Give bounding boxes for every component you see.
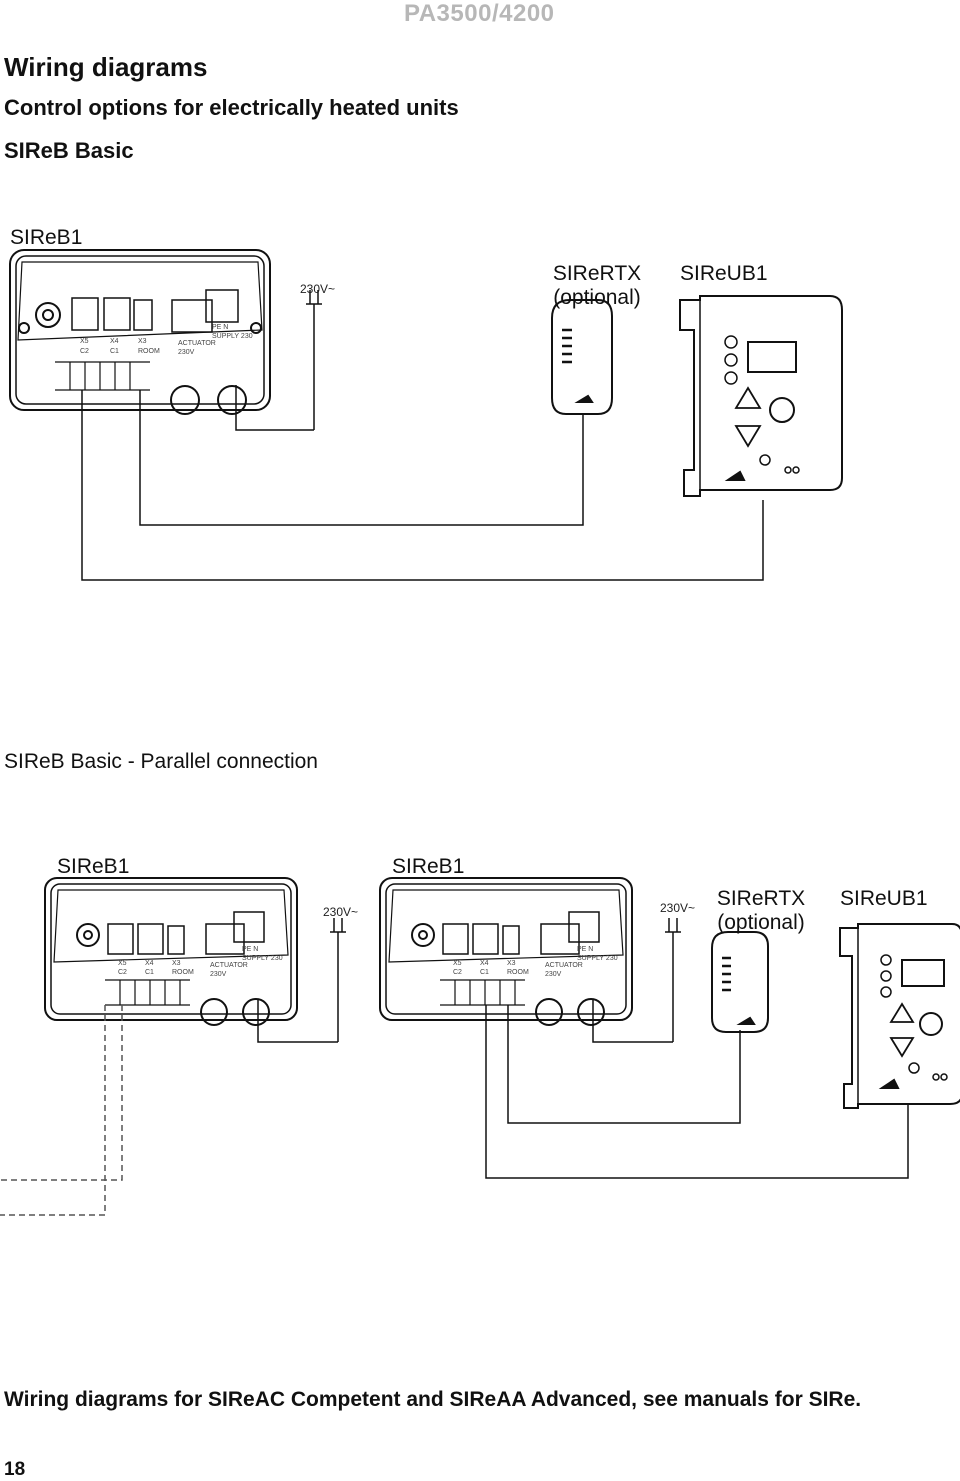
- controller-a-label: SIReB1: [57, 855, 130, 878]
- controller-b-label: SIReB1: [392, 855, 465, 878]
- terminal-c2: C2: [80, 348, 89, 355]
- terminal-x4-b: X4: [480, 960, 489, 967]
- terminal-actuator-voltage-b: 230V: [545, 971, 562, 978]
- panel-device-1: [679, 295, 843, 497]
- controller-box-2a: [44, 877, 298, 1026]
- sensor-label: SIReRTX (optional): [538, 262, 656, 310]
- terminal-x4-a: X4: [145, 960, 154, 967]
- terminal-c2-a: C2: [118, 969, 127, 976]
- terminal-c1-a: C1: [145, 969, 154, 976]
- sensor-optional: (optional): [553, 286, 641, 309]
- terminal-actuator: ACTUATOR: [178, 340, 216, 347]
- controller-box-2b: [379, 877, 633, 1026]
- sensor-device-2: [711, 931, 769, 1033]
- terminal-x4: X4: [110, 338, 119, 345]
- panel-label-2: SIReUB1: [840, 887, 928, 910]
- terminal-pe-n: PE N: [212, 324, 229, 331]
- terminal-room-a: ROOM: [172, 969, 194, 976]
- terminal-supply-a: SUPPLY 230: [242, 955, 283, 962]
- terminal-x5-b: X5: [453, 960, 462, 967]
- terminal-room-b: ROOM: [507, 969, 529, 976]
- sensor-name: SIReRTX: [552, 262, 642, 285]
- section-heading-parallel: SIReB Basic - Parallel connection: [4, 750, 318, 773]
- footer-note: Wiring diagrams for SIReAC Competent and…: [4, 1388, 862, 1411]
- controller-label: SIReB1: [10, 226, 83, 249]
- sensor-device-1: [551, 299, 613, 415]
- panel-label: SIReUB1: [680, 262, 768, 285]
- terminal-c2-b: C2: [453, 969, 462, 976]
- terminal-x5: X5: [80, 338, 89, 345]
- panel-device-2: [839, 923, 960, 1109]
- terminal-x3: X3: [138, 338, 147, 345]
- terminal-c1-b: C1: [480, 969, 489, 976]
- terminal-supply: SUPPLY 230: [212, 333, 253, 340]
- terminal-x5-a: X5: [118, 960, 127, 967]
- terminal-actuator-b: ACTUATOR: [545, 962, 583, 969]
- terminal-pe-n-a: PE N: [242, 946, 259, 953]
- page-number: 18: [4, 1459, 26, 1480]
- terminal-x3-a: X3: [172, 960, 181, 967]
- supply-voltage-label-a: 230V~: [323, 905, 359, 919]
- page-subtitle: Control options for electrically heated …: [4, 95, 459, 120]
- document-code: PA3500/4200: [404, 0, 555, 27]
- terminal-actuator-voltage-a: 230V: [210, 971, 227, 978]
- page-title: Wiring diagrams: [4, 52, 208, 82]
- section-heading-basic: SIReB Basic: [4, 138, 134, 163]
- controller-box-1: [9, 249, 271, 415]
- sensor-optional-2: (optional): [717, 911, 805, 934]
- terminal-x3-b: X3: [507, 960, 516, 967]
- sensor-name-2: SIReRTX: [716, 887, 806, 910]
- terminal-c1: C1: [110, 348, 119, 355]
- terminal-supply-b: SUPPLY 230: [577, 955, 618, 962]
- terminal-actuator-voltage: 230V: [178, 349, 195, 356]
- terminal-pe-n-b: PE N: [577, 946, 594, 953]
- terminal-actuator-a: ACTUATOR: [210, 962, 248, 969]
- sensor-label-2: SIReRTX (optional): [702, 887, 820, 935]
- terminal-room: ROOM: [138, 348, 160, 355]
- supply-voltage-label: 230V~: [300, 282, 336, 296]
- supply-voltage-label-b: 230V~: [660, 901, 696, 915]
